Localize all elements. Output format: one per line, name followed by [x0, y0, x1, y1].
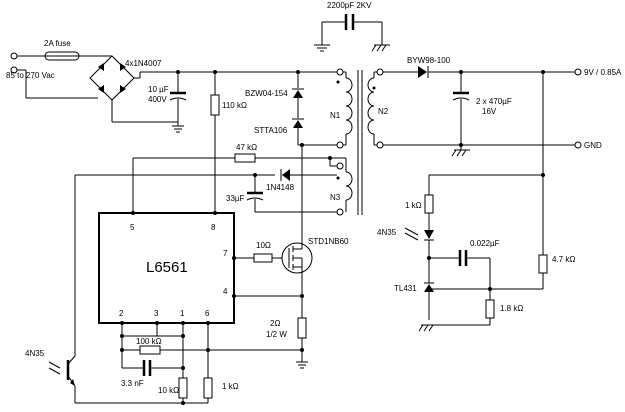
r-4k7-label: 4.7 kΩ [552, 255, 575, 264]
gnd-label: GND [584, 141, 602, 150]
controller-bottom-network [48, 323, 302, 404]
pin-7-label: 7 [223, 249, 228, 258]
secondary-output [383, 66, 582, 255]
feedback-resistor-label: 47 kΩ [236, 143, 257, 152]
gate-resistor-label: 10Ω [256, 241, 271, 250]
pin-4-label: 4 [223, 287, 228, 296]
startup-resistor [210, 72, 220, 213]
clamp-zener-label: BZW04-154 [245, 89, 288, 98]
sense-resistor-power: 1/2 W [266, 330, 287, 339]
fuse-label: 2A fuse [44, 39, 71, 48]
output-voltage-label: 9V / 0.85A [584, 68, 622, 77]
pin-2-label: 2 [119, 309, 124, 318]
output-caps-value: 2 x 470µF [476, 97, 512, 106]
clamp-network [292, 72, 304, 145]
controller-name: L6561 [146, 259, 188, 276]
aux-supply [74, 153, 347, 356]
r-1k-label: 1 kΩ [222, 382, 239, 391]
secondary-feedback [404, 174, 548, 332]
startup-resistor-value: 110 kΩ [222, 101, 247, 110]
y-cap-label: 2200pF 2KV [327, 1, 372, 10]
bridge-rectifier [89, 55, 340, 123]
r-100k-label: 100 kΩ [136, 337, 162, 346]
r-1k8-label: 1.8 kΩ [500, 304, 523, 313]
input-voltage-label: 85 to 270 Vac [6, 71, 55, 80]
bulk-cap-value: 10 µF [148, 85, 169, 94]
winding-n3-label: N3 [330, 193, 341, 202]
shunt-label: TL431 [394, 284, 417, 293]
rectifier-label: BYW98-100 [407, 56, 451, 65]
pin-3-label: 3 [154, 309, 159, 318]
mosfet-stage [234, 145, 313, 369]
winding-n1-label: N1 [330, 111, 341, 120]
bulk-cap-voltage: 400V [148, 95, 167, 104]
ac-input [10, 52, 98, 99]
pin-5-label: 5 [130, 223, 135, 232]
fuse [44, 51, 112, 61]
clamp-diode-label: STTA106 [254, 126, 288, 135]
l6561-controller [98, 211, 236, 325]
aux-diode-label: 1N4148 [266, 183, 295, 192]
pin-1-label: 1 [180, 309, 185, 318]
output-caps-voltage: 16V [482, 107, 497, 116]
bulk-capacitor [169, 72, 187, 133]
secondary-opto-label: 4N35 [377, 228, 397, 237]
sense-resistor-value: 2Ω [270, 319, 280, 328]
primary-opto-label: 4N35 [25, 349, 45, 358]
mosfet-label: STD1NB60 [308, 237, 349, 246]
winding-n2-label: N2 [378, 107, 389, 116]
bridge-label: 4x1N4007 [125, 59, 162, 68]
pin-6-label: 6 [205, 309, 210, 318]
y-capacitor [314, 14, 390, 52]
aux-cap-label: 33µF [226, 194, 245, 203]
comp-cap-label: 0.022µF [470, 239, 500, 248]
pin-8-label: 8 [211, 223, 216, 232]
transformer [298, 68, 384, 216]
cap-3n3-label: 3.3 nF [121, 379, 144, 388]
opto-resistor-label: 1 kΩ [405, 201, 422, 210]
r-10k-label: 10 kΩ [158, 386, 179, 395]
